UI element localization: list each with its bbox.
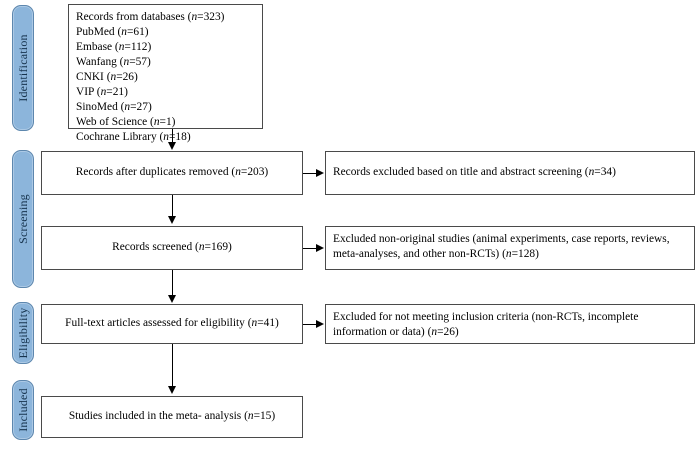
stage-label-identification: Identification bbox=[16, 34, 30, 102]
duplicates-removed-text: Records after duplicates removed (n=203) bbox=[75, 166, 269, 179]
box-identification-records: Records from databases (n=323) PubMed (n… bbox=[68, 4, 263, 143]
studies-included-text: Studies included in the meta- analysis (… bbox=[68, 410, 276, 423]
connector-screened-to-fulltext bbox=[172, 270, 173, 296]
arrowhead-duplicates-to-excluded bbox=[316, 168, 324, 177]
identification-source-line-2: Wanfang (n=57) bbox=[76, 56, 151, 69]
arrowhead-duplicates-to-screened bbox=[167, 216, 176, 224]
identification-source-line-3: CNKI (n=26) bbox=[76, 71, 138, 84]
box-excluded-title-abstract: Records excluded based on title and abst… bbox=[325, 151, 695, 195]
identification-header-line: Records from databases (n=323) bbox=[76, 11, 225, 23]
box-excluded-non-original: Excluded non-original studies (animal ex… bbox=[325, 226, 695, 270]
box-records-screened: Records screened (n=169) bbox=[41, 226, 303, 270]
identification-source-line-6: Web of Science (n=1) bbox=[76, 116, 176, 129]
stage-pill-screening: Screening bbox=[12, 150, 34, 288]
stage-label-included: Included bbox=[16, 388, 30, 432]
stage-pill-identification: Identification bbox=[12, 5, 34, 131]
identification-records-text: Records from databases (n=323) PubMed (n… bbox=[69, 10, 262, 145]
excluded-title-abstract-text: Records excluded based on title and abst… bbox=[333, 166, 616, 179]
connector-identification-to-duplicates bbox=[172, 129, 173, 143]
excluded-non-original-text: Excluded non-original studies (animal ex… bbox=[333, 233, 670, 261]
arrowhead-screened-to-excluded bbox=[316, 243, 324, 252]
connector-duplicates-to-excluded bbox=[303, 173, 317, 174]
arrowhead-identification-to-duplicates bbox=[167, 142, 176, 150]
stage-label-screening: Screening bbox=[16, 194, 30, 244]
excluded-inclusion-criteria-text: Excluded for not meeting inclusion crite… bbox=[333, 311, 639, 339]
stage-label-eligibility: Eligibility bbox=[16, 307, 30, 359]
arrowhead-screened-to-fulltext bbox=[167, 295, 176, 303]
stage-pill-eligibility: Eligibility bbox=[12, 302, 34, 364]
connector-screened-to-excluded bbox=[303, 248, 317, 249]
identification-source-line-1: Embase (n=112) bbox=[76, 41, 152, 54]
identification-source-line-4: VIP (n=21) bbox=[76, 86, 128, 99]
identification-source-line-7: Cochrane Library (n=18) bbox=[76, 131, 191, 144]
box-duplicates-removed: Records after duplicates removed (n=203) bbox=[41, 151, 303, 195]
full-text-assessed-text: Full-text articles assessed for eligibil… bbox=[65, 317, 279, 330]
connector-duplicates-to-screened bbox=[172, 195, 173, 217]
box-full-text-assessed: Full-text articles assessed for eligibil… bbox=[41, 304, 303, 344]
arrowhead-fulltext-to-excluded bbox=[316, 319, 324, 328]
box-studies-included: Studies included in the meta- analysis (… bbox=[41, 396, 303, 438]
identification-source-line-5: SinoMed (n=27) bbox=[76, 101, 152, 114]
identification-source-line-0: PubMed (n=61) bbox=[76, 26, 149, 39]
connector-fulltext-to-excluded bbox=[303, 324, 317, 325]
connector-fulltext-to-included bbox=[172, 344, 173, 387]
box-excluded-inclusion-criteria: Excluded for not meeting inclusion crite… bbox=[325, 304, 695, 344]
records-screened-text: Records screened (n=169) bbox=[112, 241, 232, 254]
stage-pill-included: Included bbox=[12, 380, 34, 440]
arrowhead-fulltext-to-included bbox=[167, 386, 176, 394]
